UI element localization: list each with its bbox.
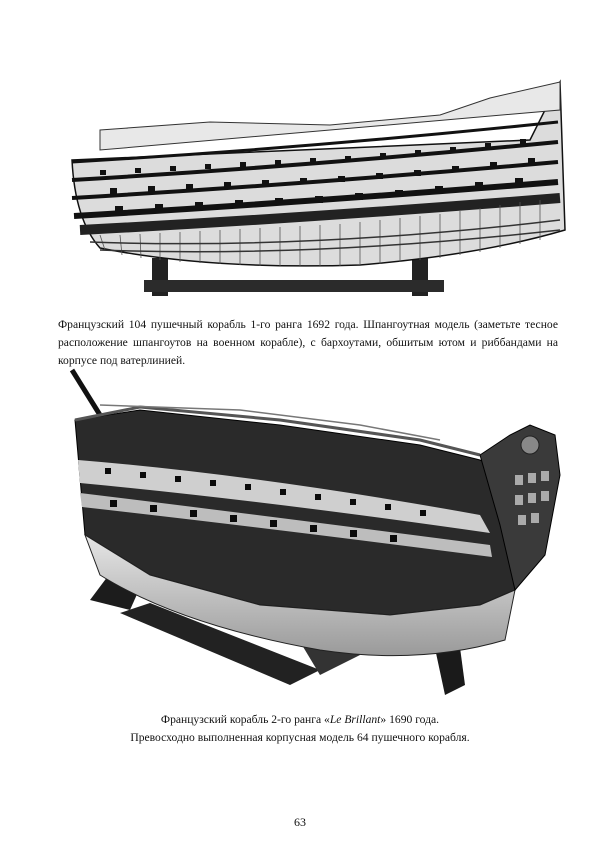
figure2-caption-line2: Превосходно выполненная корпусная модель… bbox=[130, 731, 470, 744]
page-number: 63 bbox=[294, 815, 306, 829]
ship-name: Le Brillant bbox=[329, 713, 381, 726]
ship-model-photo-2 bbox=[69, 368, 561, 695]
ship-model-photo-1 bbox=[71, 79, 566, 296]
figure2-caption-line1: Французский корабль 2-го ранга «Le Brill… bbox=[60, 711, 540, 729]
figure2-caption-suffix: » 1690 года. bbox=[380, 713, 440, 726]
figure2-caption-prefix: Французский корабль 2-го ранга « bbox=[160, 713, 330, 726]
figure1-caption: Французский 104 пушечный корабль 1-го ра… bbox=[58, 318, 558, 367]
figure2-caption: Французский корабль 2-го ранга «Le Brill… bbox=[60, 711, 540, 747]
